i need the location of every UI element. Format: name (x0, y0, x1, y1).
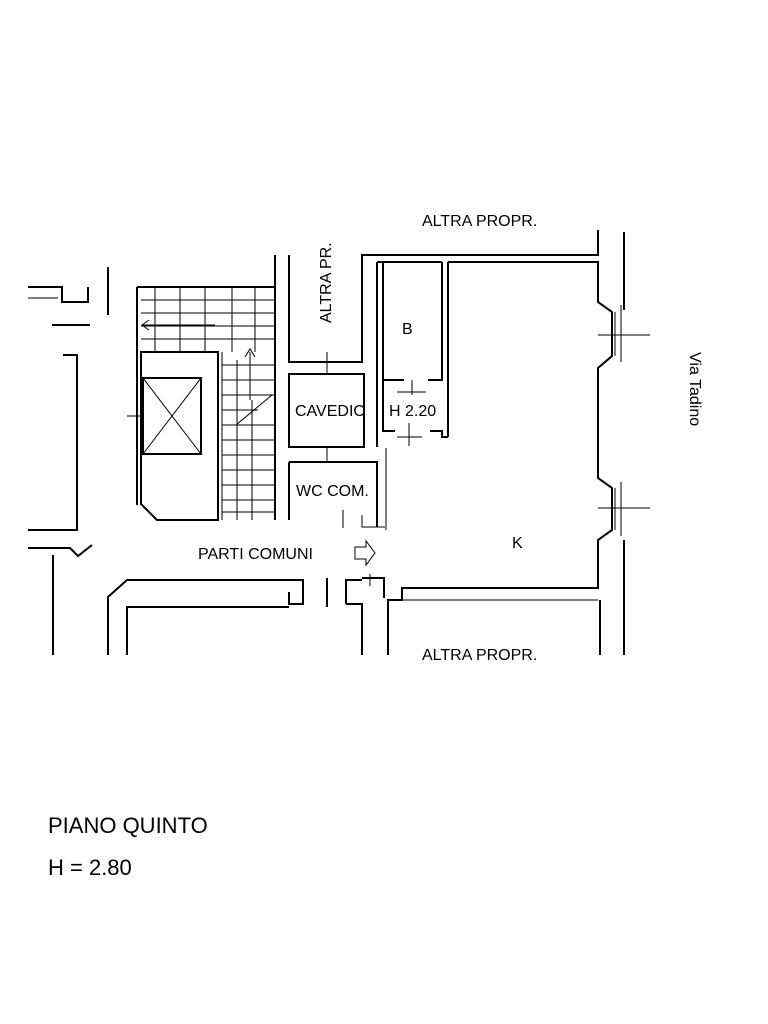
window-upper (598, 305, 650, 362)
stair-treads-lower (221, 352, 275, 520)
label-altra-propr-bottom: ALTRA PROPR. (422, 647, 537, 664)
label-room-b: B (402, 321, 413, 338)
label-cavedio: CAVEDIO (295, 403, 366, 420)
label-parti-comuni: PARTI COMUNI (198, 546, 313, 563)
label-via-tadino: Via Tadino (686, 352, 703, 426)
floor-name-caption: PIANO QUINTO (48, 813, 208, 838)
stair-treads-upper (141, 287, 275, 352)
lower-building-walls (107, 578, 601, 655)
label-room-k: K (512, 535, 523, 552)
left-building-walls (28, 267, 109, 655)
service-core-walls (288, 230, 599, 528)
label-h-2-20: H 2.20 (389, 403, 436, 420)
outline-arrow-right-icon (354, 539, 376, 567)
label-altra-propr-top: ALTRA PROPR. (422, 213, 537, 230)
apartment-walls (362, 232, 650, 655)
ceiling-height-caption: H = 2.80 (48, 855, 132, 880)
stairwell (127, 255, 276, 521)
label-altra-pr-vertical: ALTRA PR. (318, 242, 335, 323)
window-lower (598, 482, 650, 536)
label-wc-com: WC COM. (296, 483, 369, 500)
